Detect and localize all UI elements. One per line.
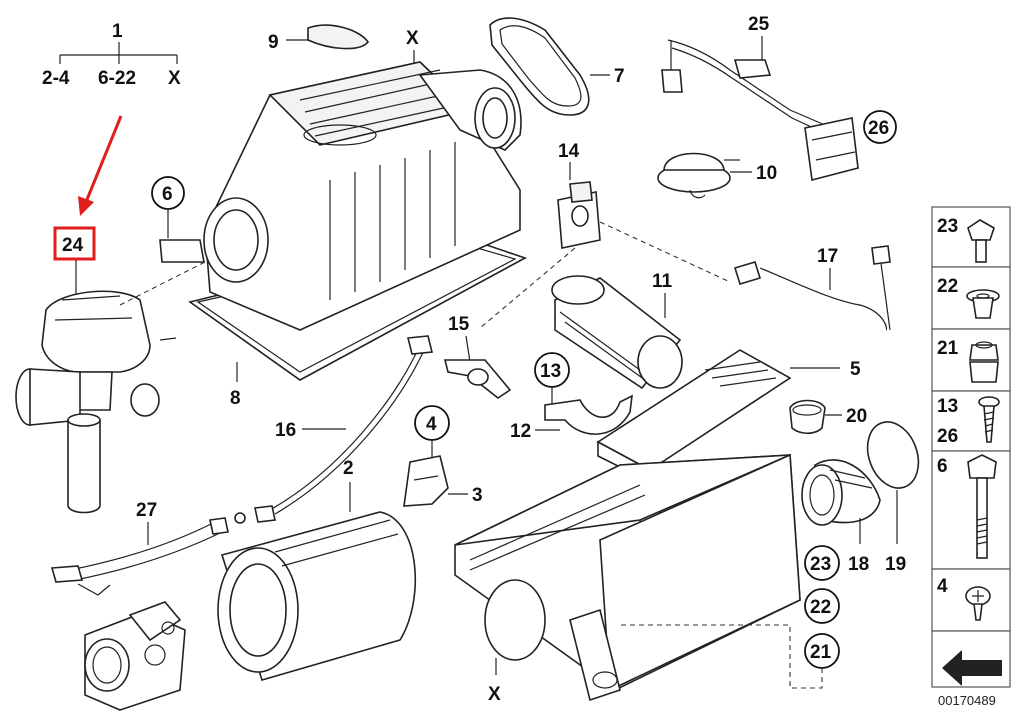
part-3-mount [403,455,449,507]
part-11-cartridge [551,275,683,390]
hardware-label-22[interactable]: 22 [937,276,958,297]
callout-x-bottom[interactable]: X [488,684,501,705]
callout-19[interactable]: 19 [885,554,906,575]
bolt-6-icon [967,454,997,559]
part-2-filter-element [217,511,417,681]
part-24-intake-elbow [15,290,177,514]
part-25-wiring [661,39,826,133]
screw-13-icon [978,396,1000,443]
part-17-wire [733,245,891,331]
throttle-body [84,601,186,711]
part-19-ring [866,421,920,489]
grommet-22-icon [966,289,1000,319]
callout-22[interactable]: 22 [810,597,831,618]
part-15-fitting [443,359,512,399]
part-27-hose [50,517,229,596]
part-9-seal [307,24,369,50]
callout-3[interactable]: 3 [472,485,483,506]
callout-26[interactable]: 26 [868,118,889,139]
air-box-lower-tray [454,453,801,702]
bolt-23-icon [967,219,995,263]
part-18-boot [801,459,881,526]
callout-25[interactable]: 25 [748,14,770,35]
callout-12[interactable]: 12 [510,421,531,442]
hardware-panel: 23 22 21 13 26 6 4 [931,206,1011,688]
callout-20[interactable]: 20 [846,406,867,427]
callout-7[interactable]: 7 [614,66,625,87]
assembly-number: 1 [112,21,123,42]
hardware-label-23[interactable]: 23 [937,216,958,237]
clip-6 [159,239,205,263]
nut-21-icon [969,341,999,383]
sub-range-3: X [168,68,181,89]
callout-14[interactable]: 14 [558,141,580,162]
callout-15[interactable]: 15 [448,314,470,335]
part-16-hose [234,335,434,524]
direction-arrow-icon [942,650,1002,686]
part-14-sensor [557,181,601,249]
hardware-label-21[interactable]: 21 [937,338,959,359]
callout-10[interactable]: 10 [756,163,777,184]
callout-13[interactable]: 13 [540,361,561,382]
callout-23-circle [804,545,840,581]
part-7-gasket [489,17,590,116]
callout-21[interactable]: 21 [810,642,832,663]
highlight-arrow [78,115,123,216]
callout-6[interactable]: 6 [162,184,173,205]
callout-5[interactable]: 5 [850,359,861,380]
callout-18[interactable]: 18 [848,554,869,575]
callout-26-circle [863,110,897,144]
part-10-cap [657,152,740,199]
sub-range-2: 6-22 [98,68,136,89]
assembly-tree: 1 2-4 6-22 X [42,21,181,89]
callout-27[interactable]: 27 [136,500,157,521]
screw-4-icon [965,586,991,621]
callout-22-circle [804,588,840,624]
callout-2[interactable]: 2 [343,458,354,479]
part-20-grommet [789,399,826,435]
air-box-lower-housing [188,61,527,381]
hardware-label-6[interactable]: 6 [937,456,948,477]
callout-23[interactable]: 23 [810,554,831,575]
image-number: 00170489 [938,693,996,708]
callout-17[interactable]: 17 [817,246,838,267]
hardware-label-4[interactable]: 4 [937,576,948,597]
callout-4[interactable]: 4 [426,414,437,435]
callout-24[interactable]: 24 [62,235,84,256]
callout-9[interactable]: 9 [268,32,279,53]
hardware-label-13[interactable]: 13 [937,396,958,417]
callout-16[interactable]: 16 [275,420,296,441]
callout-8[interactable]: 8 [230,388,241,409]
highlight-box-24 [53,226,96,261]
callout-x-top[interactable]: X [406,28,419,49]
sub-range-1: 2-4 [42,68,70,89]
hardware-label-26[interactable]: 26 [937,426,958,447]
callout-11[interactable]: 11 [652,271,673,292]
part-12-bracket [544,394,633,435]
part-26-connector [804,117,859,182]
